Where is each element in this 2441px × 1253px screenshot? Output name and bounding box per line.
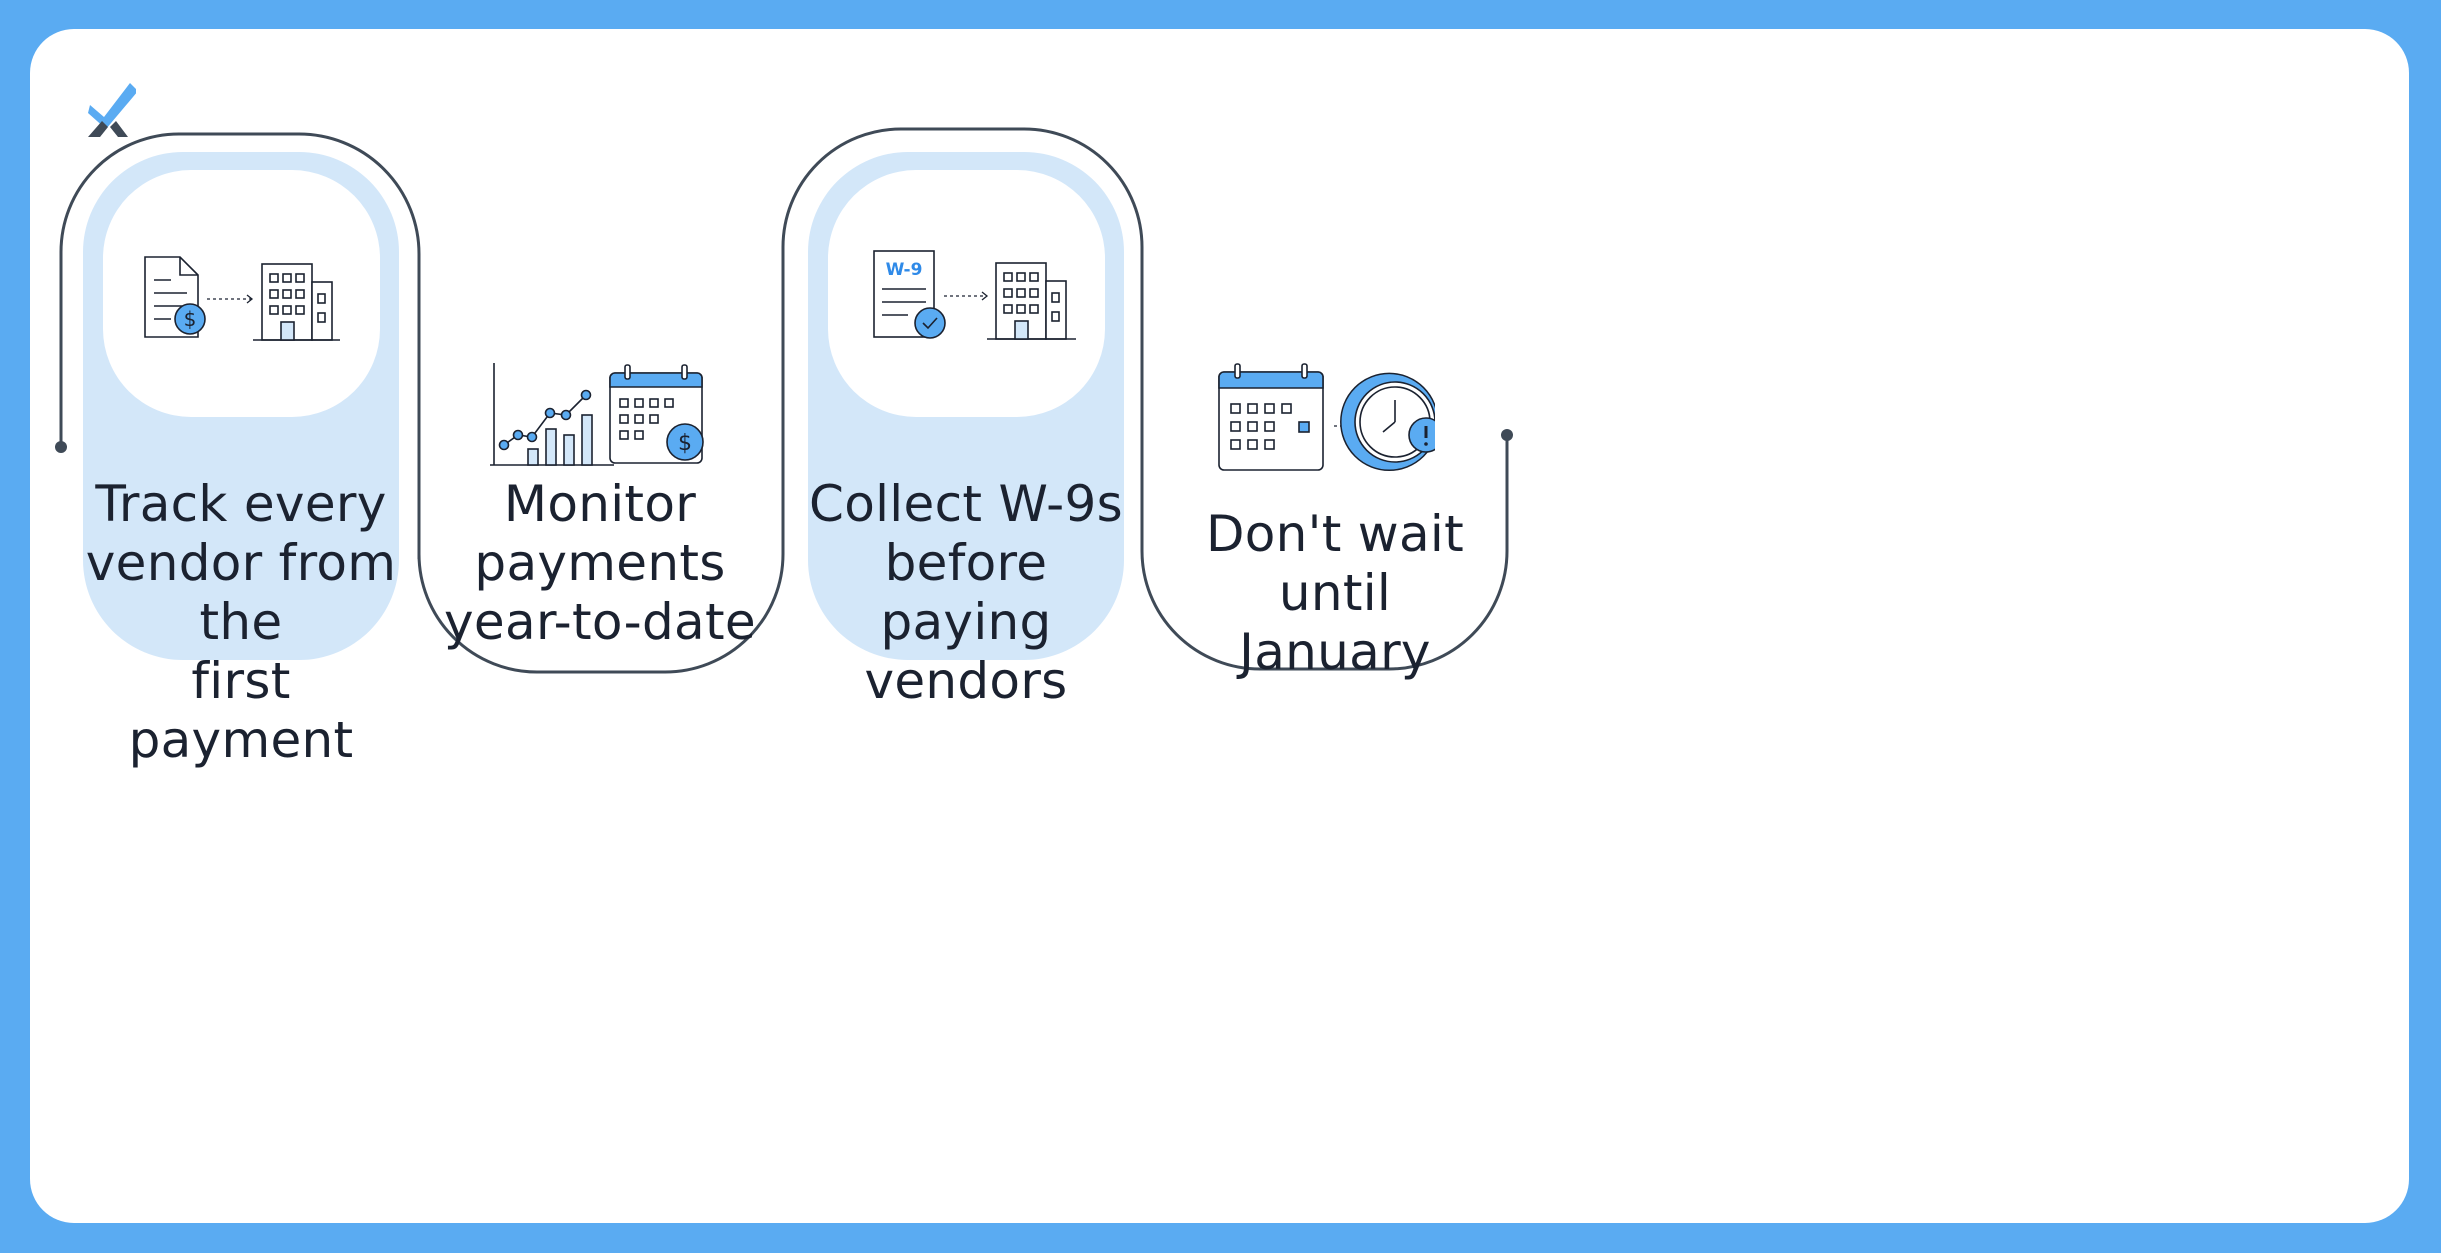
infographic-card: $ Track every vendor from the first paym… <box>30 29 2409 1223</box>
step-3-illustration: W-9 <box>873 250 1076 340</box>
step-4-label: Don't wait until January <box>1205 505 1465 681</box>
arrow-right-icon <box>207 294 254 304</box>
brand-logo <box>88 83 136 137</box>
svg-text:$: $ <box>184 307 197 331</box>
clock-alert-icon <box>1340 372 1435 472</box>
step-1-label: Track every vendor from the first paymen… <box>85 475 397 769</box>
office-building-icon <box>987 262 1076 340</box>
arrow-right-icon <box>944 291 989 301</box>
step-3-label: Collect W-9s before paying vendors <box>809 475 1123 710</box>
svg-text:$: $ <box>678 431 692 456</box>
flow-connector-line <box>55 127 1513 674</box>
w9-form-check-icon: W-9 <box>873 250 946 339</box>
office-building-icon <box>253 263 340 341</box>
step-1-illustration: $ <box>144 256 340 341</box>
calendar-dollar-icon: $ <box>609 364 704 464</box>
line-bar-chart-icon <box>490 363 614 466</box>
step-4-illustration <box>1218 363 1435 472</box>
invoice-dollar-icon: $ <box>144 256 206 338</box>
step-2-illustration: $ <box>490 363 704 466</box>
w9-badge-text: W-9 <box>886 260 923 280</box>
step-2-label: Monitor payments year-to-date <box>444 475 756 651</box>
calendar-icon <box>1218 363 1324 471</box>
